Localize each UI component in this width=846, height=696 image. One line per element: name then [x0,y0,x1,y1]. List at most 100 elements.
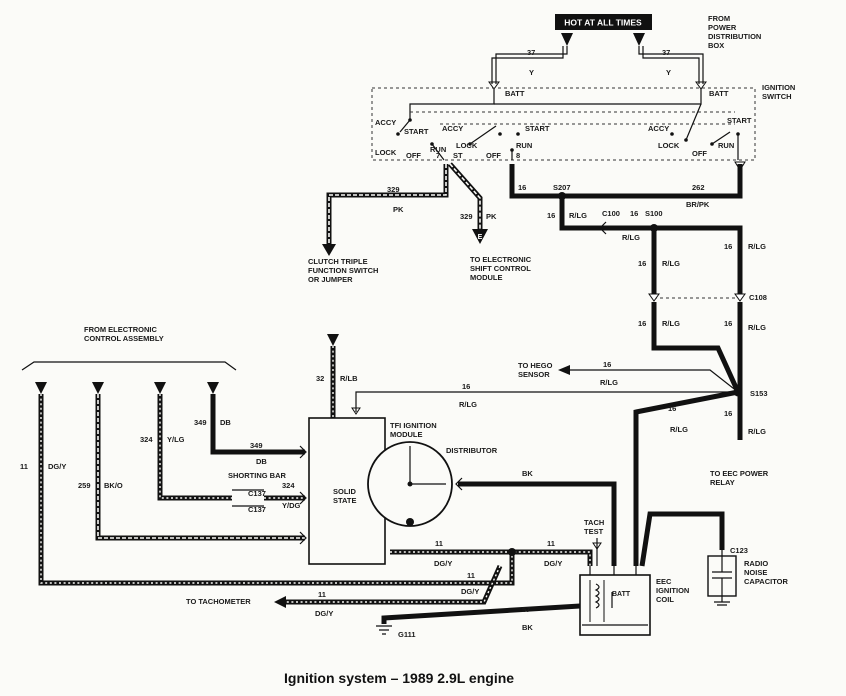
wire-16-label: 16 [724,242,732,251]
wire-r-lg-label: R/LG [662,319,680,328]
wire-bk-label: BK [522,469,533,478]
svg-text:POWER: POWER [708,23,737,32]
wire-br-pk-label: BR/PK [686,200,710,209]
connector-c123-label: C123 [730,546,748,555]
wire-r-lg-label: R/LG [459,400,477,409]
wire-32-label: 32 [316,374,324,383]
svg-text:ACCY: ACCY [648,124,669,133]
wire-57-label: 57 [522,605,530,614]
batt-terminal-right-label: BATT [709,89,729,98]
svg-text:LOCK: LOCK [375,148,397,157]
eec-power-relay-label: TO EEC POWER RELAY [710,469,769,487]
distributor-ground-icon [406,518,414,526]
svg-text:OR JUMPER: OR JUMPER [308,275,353,284]
tfi-module-label: TFI IGNITION MODULE [390,421,437,439]
svg-text:RELAY: RELAY [710,478,735,487]
splice-s100-label: S100 [645,209,663,218]
svg-text:STATE: STATE [333,496,356,505]
wire-r-lg-label: R/LG [748,323,766,332]
svg-text:LOCK: LOCK [456,141,478,150]
wire-16-label: 16 [518,183,526,192]
splice-s153-label: S153 [750,389,768,398]
svg-text:7: 7 [436,151,440,160]
radio-noise-capacitor-label: RADIO NOISE CAPACITOR [744,559,788,586]
ecm-terminal-icon [207,382,219,394]
wire-16-r-lg-hego [570,369,739,393]
wire-329-pk-clutch [326,164,449,245]
connector-icon [695,81,707,90]
connector-icon [299,491,307,505]
wire-r-lg-label: R/LG [662,259,680,268]
wire-dg-y-label: DG/Y [434,559,452,568]
wire-324-label: 324 [282,481,295,490]
wire-11-label: 11 [435,539,443,548]
wire-16-r-lg-right [654,225,743,298]
solid-state-label: SOLID STATE [333,487,357,505]
clutch-arrow-icon [322,244,336,256]
svg-text:COIL: COIL [656,595,674,604]
svg-text:OFF: OFF [406,151,421,160]
ecm-terminal-icon [35,382,47,394]
capacitor-ground-icon [714,601,730,606]
wire-329-label: 329 [387,185,400,194]
coil-winding-icon [594,583,600,609]
wire-262-label: 262 [692,183,705,192]
tachometer-label: TO TACHOMETER [186,597,251,606]
wire-16-r-lg-tfi [355,391,738,412]
hego-sensor-label: TO HEGO SENSOR [518,361,553,379]
connector-icon [299,531,307,545]
wire-16-label: 16 [638,259,646,268]
wire-db-label: DB [256,457,267,466]
svg-text:TO EEC POWER: TO EEC POWER [710,469,769,478]
connector-c137-label: C137 [248,505,266,514]
svg-text:BOX: BOX [708,41,724,50]
wire-259-label: 259 [78,481,91,490]
wire-16-label: 16 [724,409,732,418]
hot-at-all-times-label: HOT AT ALL TIMES [564,18,642,28]
connector-icon [734,293,746,302]
diagram-caption: Ignition system – 1989 2.9L engine [284,670,514,686]
wire-dg-y-label: DG/Y [461,587,479,596]
distributor-label: DISTRIBUTOR [446,446,498,455]
svg-text:ACCY: ACCY [442,124,463,133]
connector-c108-label: C108 [749,293,767,302]
wire-349-label: 349 [250,441,263,450]
svg-text:LOCK: LOCK [658,141,680,150]
wire-dg-y-label: DG/Y [315,609,333,618]
wire-y-lg-label: Y/LG [167,435,185,444]
svg-text:SOLID: SOLID [333,487,357,496]
svg-text:DISTRIBUTION: DISTRIBUTION [708,32,761,41]
wire-324-y-lg [157,394,232,501]
wire-y-label: Y [529,68,534,77]
wire-37-y-right [638,46,704,84]
svg-text:START: START [525,124,550,133]
svg-text:NOISE: NOISE [744,568,767,577]
wire-349-db [210,394,305,455]
wire-16-r-lg-coil [633,389,739,566]
wire-dg-y-label: DG/Y [544,559,562,568]
connector-c137-label: C137 [248,489,266,498]
wire-db-label: DB [220,418,231,427]
wire-259-bk-o [95,394,305,541]
wire-16-262-run [509,164,743,199]
wire-pk-label: PK [486,212,497,221]
tachometer-arrow-icon [274,596,286,608]
wire-329-label: 329 [460,212,473,221]
wire-11-dg-y-tfi [390,549,593,566]
eec-ignition-coil-label: EEC IGNITION COIL [656,577,689,604]
wire-16-r-lg-s207-s100 [559,196,654,231]
shift-module-label: TO ELECTRONIC SHIFT CONTROL MODULE [470,255,532,282]
svg-text:RUN: RUN [516,141,532,150]
wire-bk-coil [458,481,617,566]
ground-g111-label: G111 [398,630,416,639]
switch-contacts [396,89,740,161]
batt-terminal-left-label: BATT [505,89,525,98]
wire-r-lg-label: R/LG [748,427,766,436]
wire-57-bk [381,603,581,624]
ecm-terminal-icon [92,382,104,394]
ground-g111-icon [376,625,392,635]
svg-text:IGNITION: IGNITION [762,83,795,92]
svg-text:TO ELECTRONIC: TO ELECTRONIC [470,255,532,264]
wire-y-dg-label: Y/DG [282,501,301,510]
svg-text:8: 8 [516,151,520,160]
